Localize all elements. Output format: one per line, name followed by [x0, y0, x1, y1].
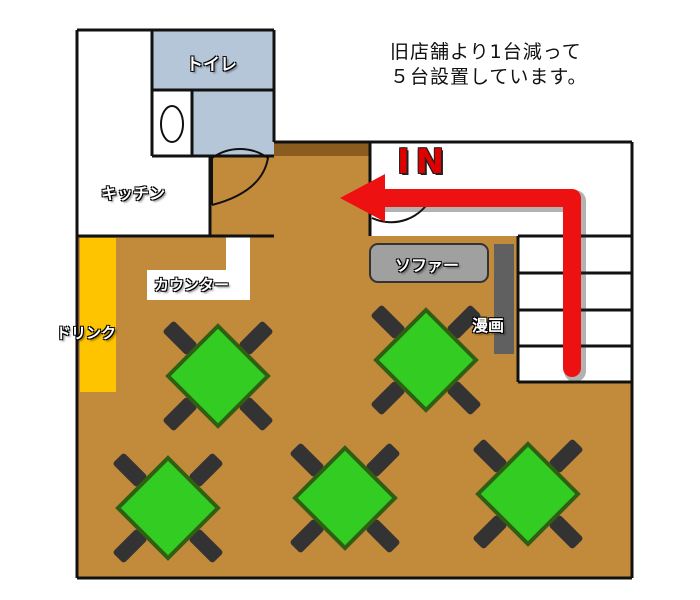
table-1 [163, 321, 273, 431]
table-top [292, 445, 398, 551]
table-top [373, 307, 479, 413]
table-top [475, 441, 581, 547]
chair [473, 439, 507, 473]
table-3 [113, 453, 223, 563]
chair [473, 515, 507, 549]
toilet-label: トイレ [186, 55, 237, 75]
hall-strip [274, 142, 370, 156]
table-4 [290, 443, 400, 553]
chair [549, 439, 583, 473]
chair [447, 305, 481, 339]
counter-front [147, 270, 250, 300]
sofa-label: ソファー [395, 256, 460, 275]
drink-label: ドリンク [56, 324, 117, 342]
chair [189, 453, 223, 487]
chair [239, 321, 273, 355]
manga-label: 漫画 [472, 316, 505, 335]
chair [549, 515, 583, 549]
drink-counter [80, 238, 116, 392]
note-line-2: ５台設置しています。 [390, 66, 588, 88]
sink-icon [160, 105, 184, 143]
chair [371, 381, 405, 415]
chair [290, 443, 324, 477]
chair [366, 519, 400, 553]
table-top [165, 323, 271, 429]
walls [75, 28, 634, 580]
note: 旧店舗より1台減って ５台設置しています。 [390, 40, 650, 90]
chair [163, 397, 197, 431]
door-swing-kitchen [211, 148, 270, 206]
note-line-1: 旧店舗より1台減って [390, 41, 582, 63]
tables [113, 305, 583, 563]
kitchen-label: キッチン [101, 184, 166, 203]
counter-label: カウンター [154, 276, 230, 294]
table-top [115, 455, 221, 561]
chair [113, 529, 147, 563]
chair [371, 305, 405, 339]
chair [239, 397, 273, 431]
table-2 [371, 305, 481, 415]
manga-shelf [494, 244, 514, 354]
chair [447, 381, 481, 415]
chair [189, 529, 223, 563]
sofa [369, 243, 489, 283]
chair [290, 519, 324, 553]
entrance-label: IN [397, 142, 451, 182]
entrance-arrow [340, 174, 586, 382]
table-5 [473, 439, 583, 549]
chair [163, 321, 197, 355]
chair [113, 453, 147, 487]
chair [366, 443, 400, 477]
